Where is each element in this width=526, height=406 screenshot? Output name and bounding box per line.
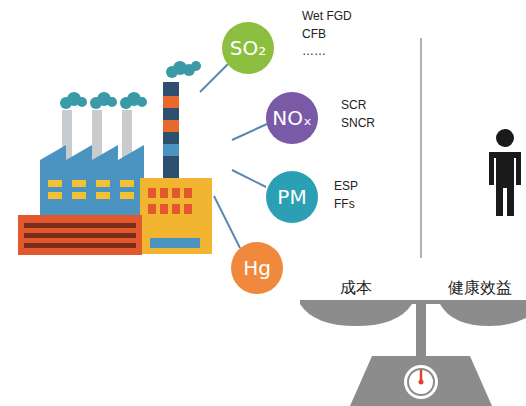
pollutant-name: PM <box>277 185 306 209</box>
pollutant-circle: NOₓ <box>266 92 318 144</box>
technology-label: …… <box>302 44 326 58</box>
divider <box>420 38 422 258</box>
yellow-building <box>140 178 212 254</box>
scale-label: 成本 <box>340 278 372 297</box>
balance-scale <box>300 300 526 406</box>
pollutant-name: NOₓ <box>272 106 312 130</box>
technology-label: SNCR <box>341 116 375 130</box>
technology-label: SCR <box>341 98 366 112</box>
scale-label: 健康效益 <box>448 278 512 297</box>
technology-label: FFs <box>334 197 355 211</box>
hall-windows <box>48 180 134 199</box>
factory-hall <box>40 145 144 215</box>
blue-strip <box>150 238 200 248</box>
technology-label: ESP <box>334 179 358 193</box>
pollutant-circle: PM <box>266 171 318 223</box>
red-base <box>18 215 142 255</box>
yellow-windows <box>148 188 192 214</box>
pollutant-circle: SO₂ <box>222 22 274 74</box>
pollutant-name: Hg <box>243 256 271 280</box>
pollutant-name: SO₂ <box>230 36 266 60</box>
technology-label: CFB <box>302 27 326 41</box>
smoke <box>60 61 201 109</box>
pollutant-circle: Hg <box>231 242 283 294</box>
person-icon <box>489 129 521 216</box>
base-windows <box>24 223 136 248</box>
technology-label: Wet FGD <box>302 9 352 23</box>
